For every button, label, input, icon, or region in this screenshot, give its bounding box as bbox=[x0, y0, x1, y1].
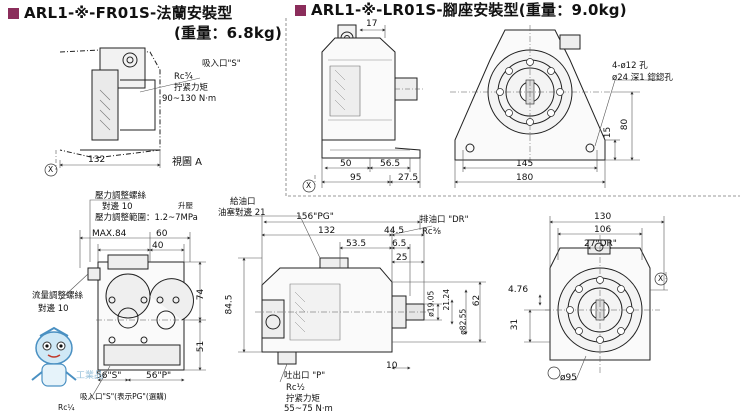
left-title: ARL1-※-FR01S-法蘭安裝型 bbox=[24, 4, 233, 22]
foot-side-dims bbox=[302, 25, 421, 193]
pump-side-section bbox=[255, 257, 430, 365]
pressure-dim-74: 74 bbox=[196, 288, 207, 301]
pressure-view-dims bbox=[59, 199, 206, 401]
end-dim-d95: ø95 bbox=[560, 373, 577, 383]
foot-dim-180: 180 bbox=[516, 173, 534, 183]
pressure-range-label: 壓力調整範圍：1.2~7MPa bbox=[95, 213, 198, 223]
side-dim-d19: ø19.05 bbox=[426, 290, 436, 317]
end-x-mark: X bbox=[658, 274, 664, 283]
flange-ref-view: 視圖 A bbox=[172, 157, 203, 168]
pressure-dim-60: 60 bbox=[156, 229, 168, 239]
pressure-dim-56s: 56"S" bbox=[96, 371, 122, 381]
end-dim-31: 31 bbox=[510, 318, 521, 331]
title-square-left bbox=[8, 8, 19, 19]
foot-dim-27-5: 27.5 bbox=[398, 173, 419, 183]
side-section-dims bbox=[238, 215, 486, 383]
foot-dim-95: 95 bbox=[350, 173, 362, 183]
side-dim-156pg: 156"PG" bbox=[296, 212, 334, 222]
foot-dim-50: 50 bbox=[340, 159, 352, 169]
mascot-watermark-icon bbox=[31, 326, 77, 387]
side-drain-label: 排油口 "DR" bbox=[420, 215, 469, 225]
right-title: ARL1-※-LR01S-腳座安裝型(重量：9.0kg) bbox=[311, 1, 627, 19]
foot-section-border bbox=[285, 18, 740, 197]
pressure-dim-51: 51 bbox=[196, 340, 207, 353]
foot-dim-80: 80 bbox=[620, 118, 631, 131]
end-dim-130: 130 bbox=[594, 212, 612, 222]
foot-dim-145: 145 bbox=[516, 159, 534, 169]
side-dim-44-5: 44.5 bbox=[384, 226, 405, 236]
pressure-adjust-view bbox=[87, 254, 194, 371]
end-dim-106: 106 bbox=[594, 225, 612, 235]
flow-adj-label: 流量調整螺絲 bbox=[32, 291, 84, 301]
side-dim-84-5: 84.5 bbox=[224, 294, 235, 315]
side-torque-value: 55~75 N·m bbox=[284, 404, 333, 414]
side-outlet-label: 吐出口 "P" bbox=[284, 371, 326, 381]
side-dim-53-5: 53.5 bbox=[346, 239, 367, 249]
side-torque-label: 拧紧力矩 bbox=[286, 394, 321, 404]
foot-dim-15: 15 bbox=[603, 126, 614, 139]
end-dim-4-76: 4.76 bbox=[508, 285, 529, 295]
side-outlet-rc: Rc½ bbox=[286, 383, 305, 393]
foot-x-mark: X bbox=[306, 181, 312, 190]
pressure-hex-label: 對邊 10 bbox=[102, 202, 133, 212]
side-oil-label: 給油口 bbox=[230, 197, 256, 207]
side-dim-25: 25 bbox=[396, 253, 408, 263]
side-dim-10: 10 bbox=[386, 361, 398, 371]
pump-end-view bbox=[545, 235, 660, 375]
side-hex21: 油塞對邊 21 bbox=[218, 208, 266, 218]
left-weight: (重量：6.8kg) bbox=[174, 24, 282, 42]
flange-inlet-thread: Rc¾ bbox=[174, 72, 193, 82]
foot-mount-side-view bbox=[321, 24, 425, 159]
flange-x-mark: X bbox=[48, 165, 54, 174]
foot-hole-note-2: ø24 深1 鍃鍃孔 bbox=[612, 73, 673, 83]
side-dim-62: 62 bbox=[472, 294, 483, 307]
side-dim-21-24: 21.24 bbox=[441, 289, 451, 311]
pressure-dim-max84: MAX.84 bbox=[92, 229, 127, 239]
pressure-adj-label: 壓力調整螺絲 bbox=[95, 191, 147, 201]
watermark-text: 工業品 bbox=[76, 371, 104, 381]
foot-mount-front-view bbox=[450, 25, 612, 165]
foot-hole-note-1: 4-ø12 孔 bbox=[612, 61, 648, 71]
foot-front-bolts bbox=[496, 58, 564, 126]
pressure-raise-label: 升壓 bbox=[178, 201, 193, 210]
side-dim-d82: ø82.55 bbox=[458, 308, 468, 335]
side-dim-6-5: 6.5 bbox=[392, 239, 407, 249]
end-view-dims bbox=[524, 216, 668, 381]
flange-dim-132: 132 bbox=[88, 155, 106, 165]
flange-pump-view bbox=[44, 47, 201, 177]
foot-dim-17: 17 bbox=[366, 19, 378, 29]
pressure-dim-56p: 56"P" bbox=[146, 371, 172, 381]
side-drain-rc: Rc⅜ bbox=[422, 227, 441, 237]
foot-dim-56-5: 56.5 bbox=[380, 159, 401, 169]
end-dim-27dr: 27"DR" bbox=[584, 239, 617, 249]
flange-torque-value: 90~130 N·m bbox=[162, 94, 217, 104]
pressure-dim-40: 40 bbox=[152, 241, 164, 251]
flange-inlet-label: 吸入口"S" bbox=[202, 59, 241, 69]
flange-torque-label: 拧紧力矩 bbox=[174, 83, 209, 93]
end-view-bolts bbox=[566, 276, 634, 344]
title-square-right bbox=[295, 5, 306, 16]
flow-hex-label: 對邊 10 bbox=[38, 304, 69, 314]
pressure-rc-quarter: Rc¼ bbox=[58, 403, 75, 412]
pressure-suction-label: 吸入口"S"(表示PG"(選購) bbox=[80, 392, 167, 401]
side-dim-132: 132 bbox=[318, 226, 336, 236]
foot-front-dims bbox=[454, 79, 660, 188]
